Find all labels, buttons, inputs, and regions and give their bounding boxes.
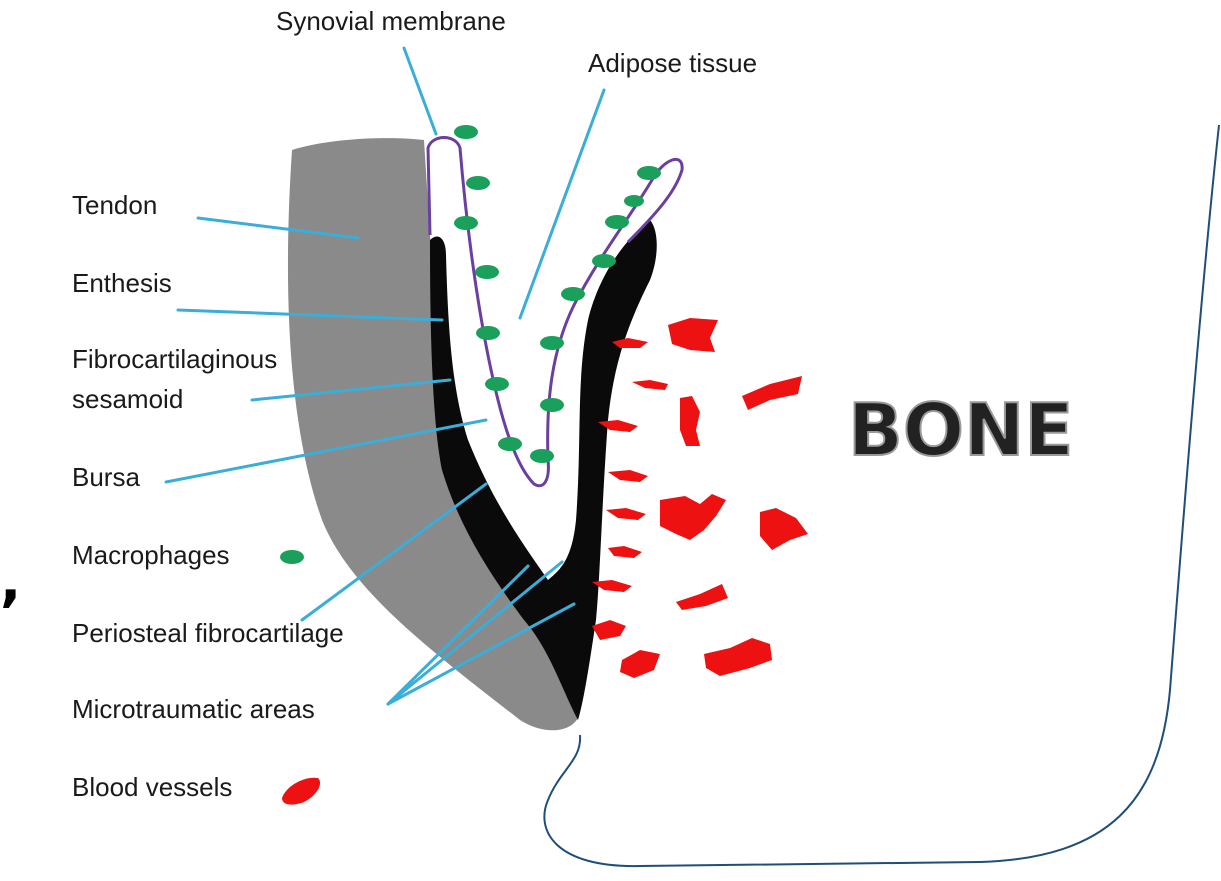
leader-synovial-membrane (404, 48, 436, 134)
macrophage (466, 176, 490, 190)
blood-vessel (606, 508, 646, 520)
blood-vessel (608, 546, 642, 558)
label-sesamoid: sesamoid (72, 384, 183, 414)
macrophage (592, 254, 616, 268)
macrophage (475, 265, 499, 279)
blood-vessel-legend-icon (282, 778, 320, 805)
blood-vessel (742, 376, 802, 410)
macrophage (561, 287, 585, 301)
blood-vessel (592, 620, 626, 640)
macrophage (540, 398, 564, 412)
label-bursa: Bursa (72, 462, 140, 492)
label-microtraumatic-areas: Microtraumatic areas (72, 694, 315, 724)
blood-vessel (676, 584, 728, 610)
blood-vessel (680, 396, 700, 446)
label-macrophages: Macrophages (72, 540, 230, 570)
label-fibrocartilaginous: Fibrocartilaginous (72, 344, 277, 374)
label-blood-vessels: Blood vessels (72, 772, 232, 802)
macrophage (624, 195, 644, 207)
blood-vessel (632, 380, 668, 390)
synovial-membrane-line (428, 138, 682, 486)
blood-vessel (608, 470, 648, 482)
label-tendon: Tendon (72, 190, 157, 220)
macrophage (498, 437, 522, 451)
blood-vessel (668, 318, 718, 352)
macrophage (605, 215, 629, 229)
label-enthesis: Enthesis (72, 268, 172, 298)
label-synovial-membrane: Synovial membrane (276, 6, 506, 36)
macrophage (530, 449, 554, 463)
label-bone: BONE (848, 388, 1074, 472)
label-periosteal-fibrocartilage: Periosteal fibrocartilage (72, 618, 344, 648)
label-adipose-tissue: Adipose tissue (588, 48, 757, 78)
blood-vessel (620, 650, 660, 678)
macrophage (485, 377, 509, 391)
macrophage (454, 216, 478, 230)
macrophage (476, 326, 500, 340)
blood-vessel (704, 638, 772, 676)
stray-comma-mark: , (0, 549, 21, 614)
macrophage (454, 125, 478, 139)
macrophage-legend-icon (280, 550, 304, 564)
macrophage (540, 336, 564, 350)
blood-vessel (760, 508, 808, 550)
blood-vessel (660, 494, 726, 540)
macrophage (637, 166, 661, 180)
leader-adipose-tissue (520, 90, 604, 318)
